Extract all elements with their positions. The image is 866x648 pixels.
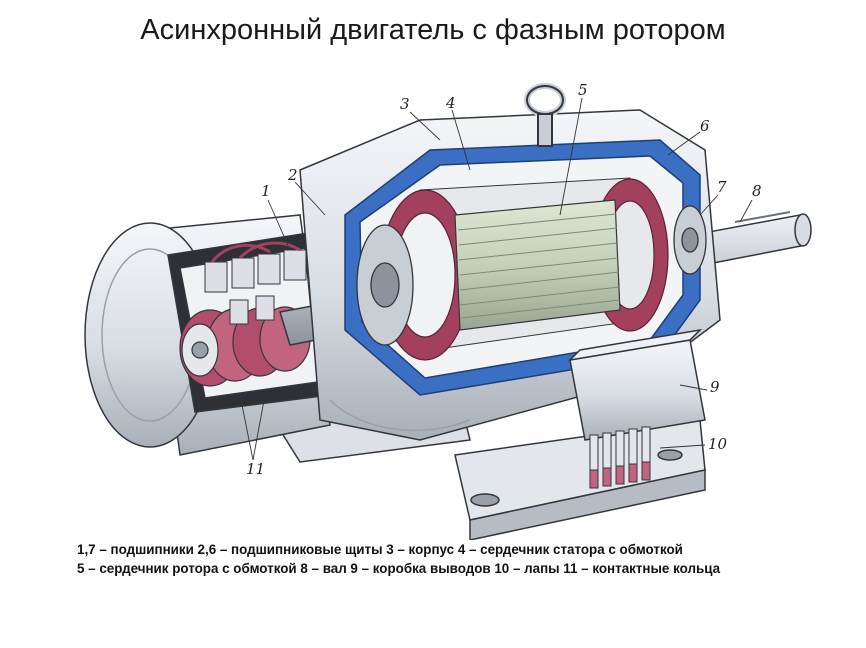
callout-10: 10 (708, 435, 728, 453)
diagram-title: Асинхронный двигатель с фазным ротором (140, 14, 726, 46)
callout-5: 5 (578, 81, 588, 99)
callout-3: 3 (400, 95, 410, 113)
callout-6: 6 (700, 117, 710, 135)
callout-11: 11 (246, 460, 265, 478)
lifting-eye (524, 83, 566, 147)
callout-4: 4 (445, 94, 456, 112)
legend-line-2: 5 – сердечник ротора с обмоткой 8 – вал … (77, 561, 721, 576)
callout-8: 8 (752, 182, 762, 200)
callout-9: 9 (710, 378, 720, 396)
callout-2: 2 (287, 166, 298, 184)
bearing-shields (356, 205, 707, 346)
terminal-leads (589, 426, 651, 489)
terminal-box (567, 328, 706, 441)
callout-7: 7 (717, 178, 727, 196)
callout-1: 1 (261, 182, 271, 200)
motor-cutaway-illustration: 1 2 3 4 5 6 7 8 9 10 11 (84, 81, 812, 540)
callout-leaders (239, 97, 753, 461)
brush-gear (204, 241, 307, 325)
slip-rings (179, 306, 311, 387)
rotor-core (454, 199, 621, 331)
parts-legend: 1,7 – подшипники 2,6 – подшипниковые щит… (77, 540, 817, 578)
legend-line-1: 1,7 – подшипники 2,6 – подшипниковые щит… (77, 542, 683, 557)
